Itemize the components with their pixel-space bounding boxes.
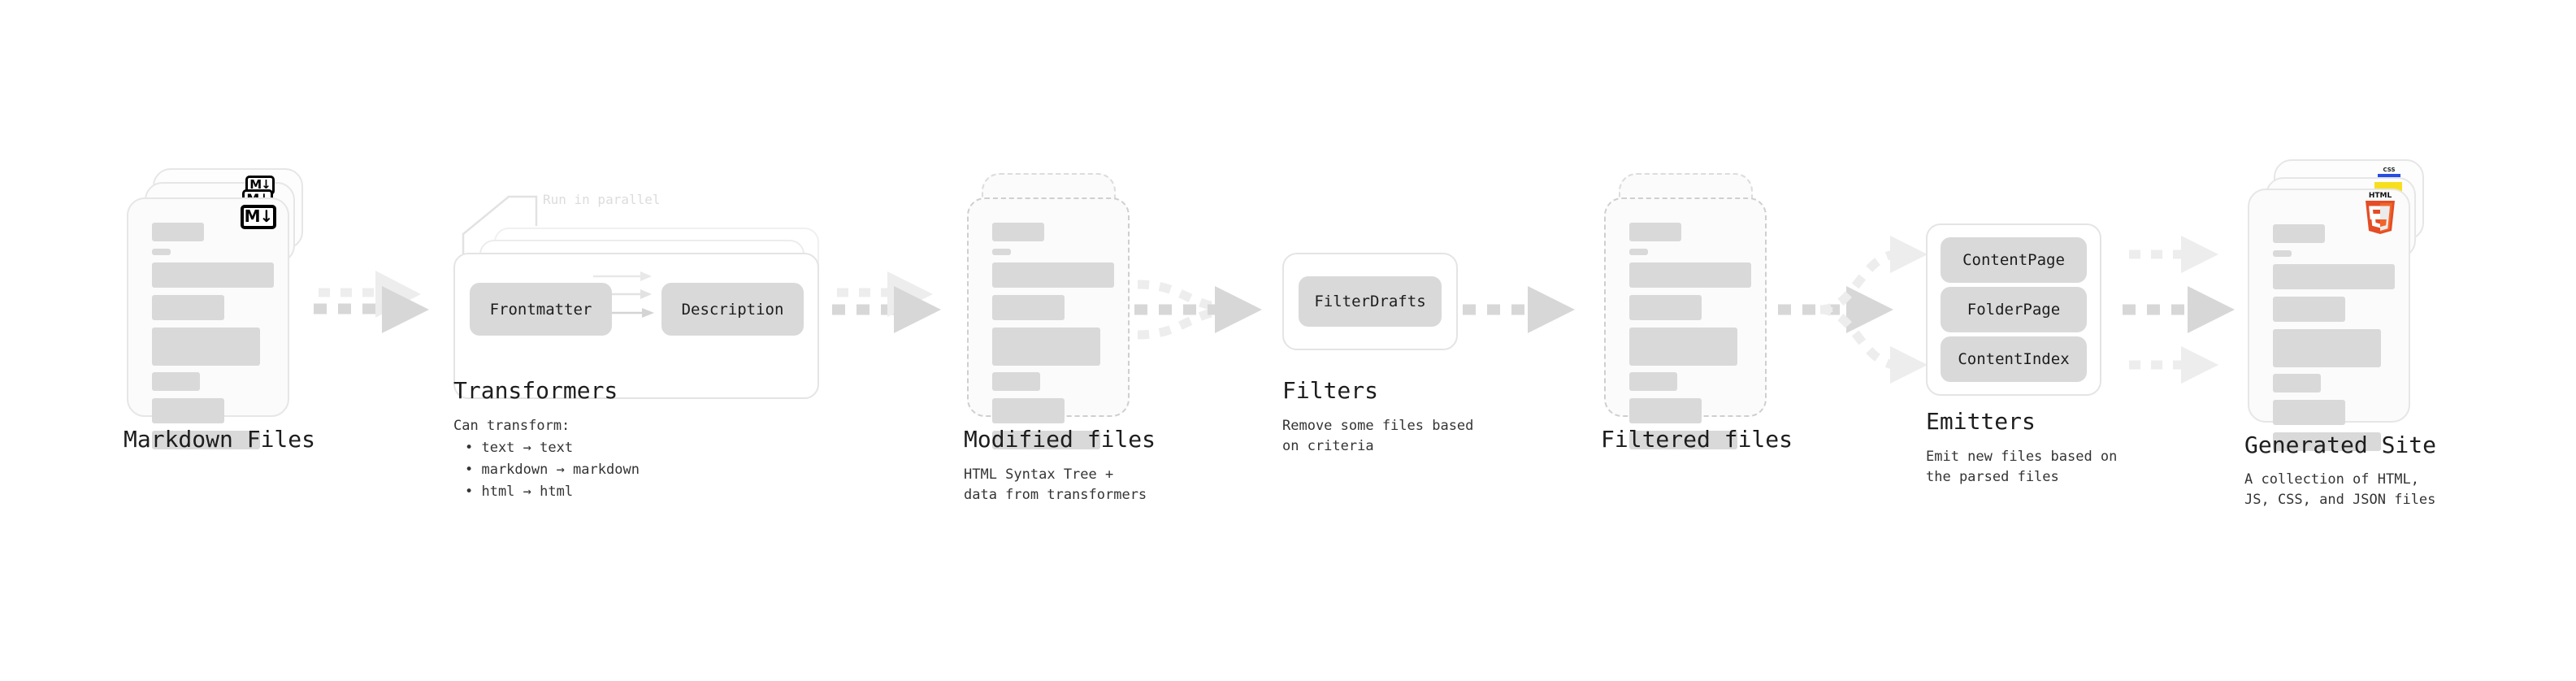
filtered-card-front[interactable] xyxy=(1604,197,1767,449)
run-in-parallel-label: Run in parallel xyxy=(543,192,661,207)
html5-icon: HTML xyxy=(2366,192,2395,234)
transformers-bullet-2: • html → html xyxy=(465,484,574,500)
pill-frontmatter-label: Frontmatter xyxy=(489,300,592,319)
stage-subtitle-emitters: Emit new files based on the parsed files xyxy=(1926,449,2118,485)
connector-transformers-to-modified xyxy=(832,271,941,333)
css-icon-label: CSS xyxy=(2383,167,2396,173)
skeleton-line xyxy=(1629,262,1751,288)
skeleton-line xyxy=(2273,224,2325,243)
skeleton-line xyxy=(152,398,224,423)
pill-contentpage[interactable]: ContentPage xyxy=(1941,237,2087,283)
md-badge-back-label: M↓ xyxy=(249,176,271,192)
pill-filterdrafts-label: FilterDrafts xyxy=(1314,293,1426,310)
pill-contentindex-label: ContentIndex xyxy=(1958,350,2070,368)
pill-description[interactable]: Description xyxy=(661,283,804,336)
skeleton-line xyxy=(1629,249,1648,255)
skeleton-line xyxy=(152,262,274,288)
skeleton-line xyxy=(1629,431,1737,449)
css-icon-bar xyxy=(2378,174,2400,177)
modified-card-front[interactable] xyxy=(967,197,1130,449)
md-badge-front-label: M↓ xyxy=(244,206,274,226)
stage-subtitle-transformers: Can transform: xyxy=(453,418,570,434)
skeleton-line xyxy=(992,295,1065,320)
skeleton-line xyxy=(2273,400,2345,425)
skeleton-line xyxy=(992,327,1100,366)
stage-title-markdown-files: Markdown Files xyxy=(124,426,316,453)
transformers-bullet-1: • markdown → markdown xyxy=(465,462,640,478)
stage-subtitle-generated-site: A collection of HTML, JS, CSS, and JSON … xyxy=(2244,471,2436,508)
run-in-parallel-bracket xyxy=(462,195,538,260)
connector-markdown-to-transformers xyxy=(314,271,429,333)
stage-title-generated-site: Generated Site xyxy=(2244,432,2437,458)
skeleton-line xyxy=(2273,374,2321,393)
pill-filterdrafts[interactable]: FilterDrafts xyxy=(1299,276,1442,327)
pill-description-label: Description xyxy=(681,300,784,319)
pill-folderpage[interactable]: FolderPage xyxy=(1941,287,2087,332)
connector-filters-to-filtered xyxy=(1463,286,1575,333)
skeleton-line xyxy=(2273,297,2345,322)
skeleton-line xyxy=(992,398,1065,423)
skeleton-line xyxy=(152,249,171,255)
skeleton-line xyxy=(2273,250,2292,257)
skeleton-line xyxy=(152,431,260,449)
stage-subtitle-modified-files: HTML Syntax Tree + data from transformer… xyxy=(964,466,1147,503)
connector-emitters-to-site xyxy=(2123,236,2235,384)
skeleton-line xyxy=(152,223,204,241)
pill-contentindex[interactable]: ContentIndex xyxy=(1941,336,2087,382)
markdown-card-front[interactable] xyxy=(127,197,289,449)
skeleton-line xyxy=(992,249,1011,255)
svg-text:HTML: HTML xyxy=(2369,192,2392,200)
pill-folderpage-label: FolderPage xyxy=(1967,301,2061,319)
skeleton-line xyxy=(992,431,1100,449)
pill-frontmatter[interactable]: Frontmatter xyxy=(470,283,612,336)
md-badge-front: M↓ xyxy=(241,205,276,229)
skeleton-line xyxy=(2273,329,2381,367)
skeleton-line xyxy=(992,372,1040,391)
skeleton-line xyxy=(992,262,1114,288)
stage-title-filtered-files: Filtered files xyxy=(1601,426,1793,453)
skeleton-line xyxy=(1629,295,1702,320)
stage-title-filters: Filters xyxy=(1282,377,1379,404)
stage-title-transformers: Transformers xyxy=(453,377,618,404)
stage-title-emitters: Emitters xyxy=(1926,408,2036,435)
skeleton-line xyxy=(2273,432,2381,451)
skeleton-line xyxy=(152,372,200,391)
stage-title-modified-files: Modified files xyxy=(964,426,1156,453)
stage-subtitle-filters: Remove some files based on criteria xyxy=(1282,418,1474,454)
connector-filtered-to-emitters xyxy=(1778,236,1928,384)
css-icon: CSS xyxy=(2377,164,2401,177)
transformers-bullet-0: • text → text xyxy=(465,440,574,456)
skeleton-line xyxy=(152,327,260,366)
skeleton-line xyxy=(1629,398,1702,423)
skeleton-line xyxy=(152,295,224,320)
skeleton-line xyxy=(1629,223,1681,241)
skeleton-line xyxy=(2273,264,2395,289)
connector-modified-to-filters xyxy=(1134,280,1262,340)
skeleton-line xyxy=(1629,372,1677,391)
pill-contentpage-label: ContentPage xyxy=(1962,251,2065,269)
skeleton-line xyxy=(992,223,1044,241)
skeleton-line xyxy=(1629,327,1737,366)
